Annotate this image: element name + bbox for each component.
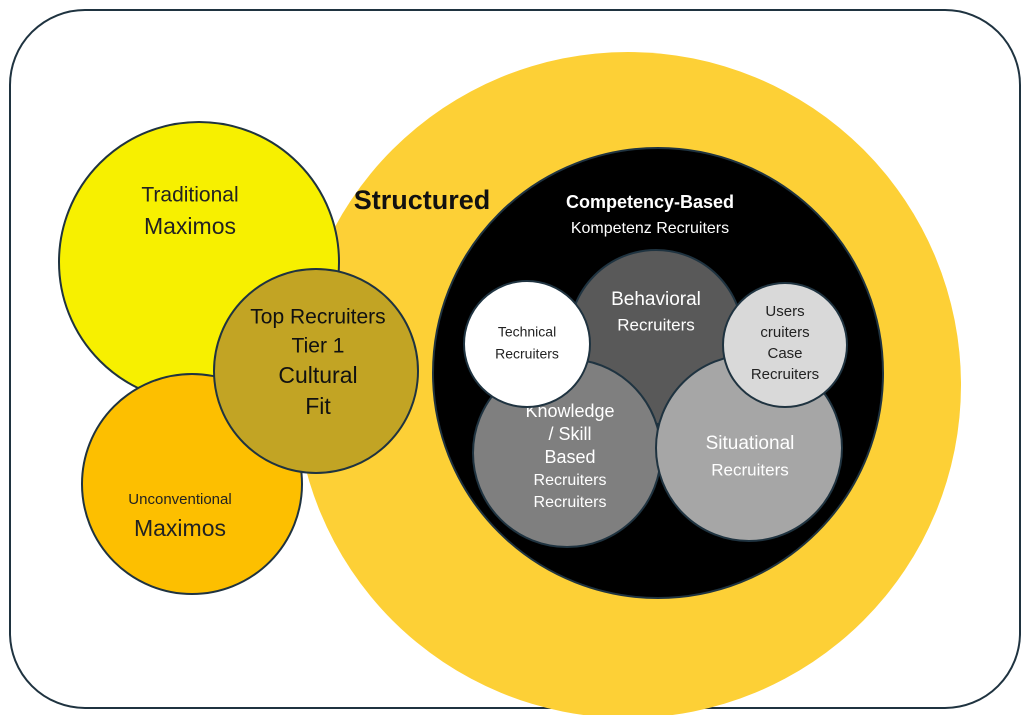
unconventional-overlay-label: Maximos bbox=[134, 515, 226, 541]
case-label-line2: Case bbox=[767, 345, 802, 362]
knowledge-label-line2: / Skill bbox=[548, 424, 591, 444]
cultural-fit-circle bbox=[213, 268, 419, 474]
knowledge-label-line1: Knowledge bbox=[525, 401, 614, 421]
competency-label: Competency-Based bbox=[566, 192, 734, 212]
cultural-overlay-line2: Fit bbox=[305, 393, 331, 419]
technical-label: Technical bbox=[498, 324, 556, 340]
knowledge-label-line3: Based bbox=[544, 447, 595, 467]
situational-label: Situational bbox=[706, 433, 795, 454]
behavioral-label: Behavioral bbox=[611, 289, 701, 310]
case-circle bbox=[722, 282, 848, 408]
knowledge-overlay-line1: Recruiters bbox=[534, 472, 607, 489]
unconventional-label: Unconventional bbox=[128, 491, 231, 508]
cultural-overlay-line1: Cultural bbox=[278, 362, 357, 388]
structured-label: Structured bbox=[354, 185, 491, 215]
situational-overlay-label: Recruiters bbox=[711, 460, 788, 479]
traditional-overlay-label: Maximos bbox=[144, 213, 236, 239]
case-overlay-line2: Recruiters bbox=[751, 366, 819, 383]
behavioral-overlay-label: Recruiters bbox=[617, 315, 694, 334]
traditional-label: Traditional bbox=[141, 184, 238, 207]
competency-overlay-label: Kompetenz Recruiters bbox=[571, 220, 729, 237]
case-overlay-line1: cruiters bbox=[760, 324, 809, 341]
knowledge-overlay-line2: Recruiters bbox=[534, 494, 607, 511]
cultural-label-line1: Top Recruiters bbox=[250, 306, 385, 329]
case-label-line1: Users bbox=[765, 303, 804, 320]
technical-circle bbox=[463, 280, 591, 408]
technical-overlay-label: Recruiters bbox=[495, 346, 559, 362]
cultural-label-line2: Tier 1 bbox=[292, 335, 345, 358]
